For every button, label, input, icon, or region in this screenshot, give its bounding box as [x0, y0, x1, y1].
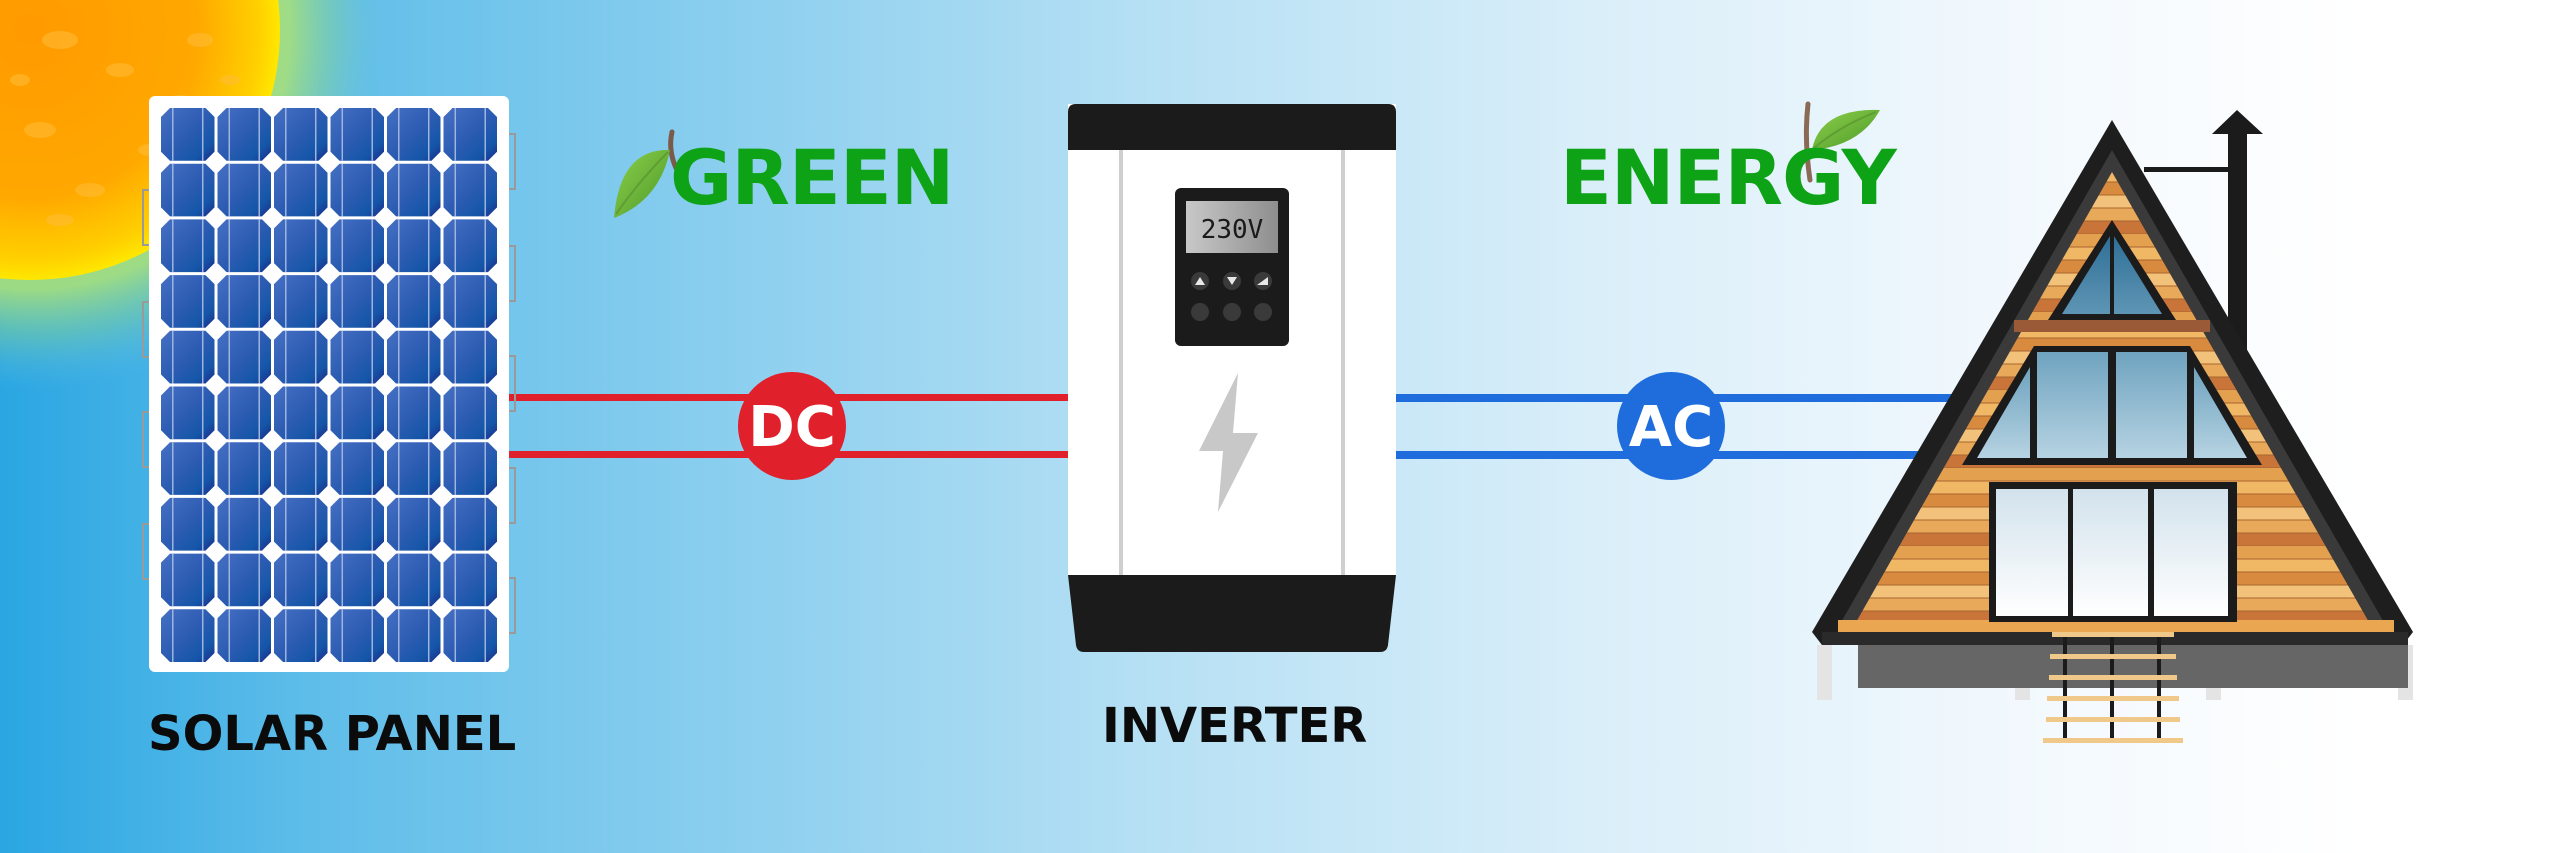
solar-cell — [161, 497, 215, 551]
solar-cell — [274, 108, 328, 161]
solar-cell — [161, 553, 215, 607]
ac-badge-label: AC — [1629, 395, 1713, 460]
solar-cell — [387, 108, 441, 161]
ac-badge: AC — [1617, 372, 1725, 480]
house-post — [1817, 645, 1832, 700]
function-button-2[interactable] — [1223, 303, 1241, 321]
solar-cell — [387, 330, 441, 384]
solar-cell — [443, 553, 497, 607]
solar-cell — [330, 108, 384, 161]
sun-texture — [10, 31, 240, 226]
inverter-bottom-band — [1068, 575, 1396, 652]
lcd-readout: 230V — [1201, 215, 1264, 245]
solar-cell — [161, 275, 215, 328]
solar-cell — [274, 330, 328, 384]
solar-cell — [330, 497, 384, 551]
solar-cell — [443, 163, 497, 217]
solar-cell — [217, 330, 271, 384]
solar-cell — [330, 275, 384, 328]
dc-badge: DC — [738, 372, 846, 480]
inverter-groove-left — [1119, 150, 1123, 575]
panel-cells — [161, 108, 497, 662]
solar-cell — [274, 553, 328, 607]
leaf-icon-green — [614, 129, 679, 218]
solar-cell — [387, 386, 441, 440]
leaf-icon-energy — [1803, 101, 1880, 183]
inverter-label: INVERTER — [1102, 698, 1368, 754]
solar-panel — [142, 96, 516, 672]
function-button-1[interactable] — [1191, 303, 1209, 321]
lcd-screen — [1186, 201, 1278, 253]
solar-cell — [217, 497, 271, 551]
lightning-bolt-icon — [1199, 373, 1258, 512]
solar-cell — [161, 108, 215, 161]
solar-cell — [274, 442, 328, 495]
solar-cell — [217, 553, 271, 607]
solar-cell — [330, 386, 384, 440]
solar-cell — [443, 330, 497, 384]
solar-cell — [161, 163, 215, 217]
function-button-3[interactable] — [1254, 303, 1272, 321]
dc-badge-label: DC — [748, 395, 836, 460]
solar-cell — [274, 386, 328, 440]
inverter-buttons-row1 — [1191, 272, 1272, 290]
solar-cell — [161, 386, 215, 440]
solar-cell — [443, 108, 497, 161]
solar-cell — [161, 609, 215, 662]
solar-cell — [387, 275, 441, 328]
solar-cell — [387, 497, 441, 551]
enter-icon — [1257, 277, 1268, 285]
house-deck — [1838, 620, 2394, 632]
solar-cell — [443, 275, 497, 328]
solar-cell — [274, 275, 328, 328]
inverter-buttons-row2 — [1191, 303, 1272, 321]
solar-cell — [161, 442, 215, 495]
solar-cell — [274, 163, 328, 217]
headline-green: GREEN — [670, 133, 954, 222]
solar-cell — [217, 609, 271, 662]
solar-cell — [330, 609, 384, 662]
inverter-groove-right — [1341, 150, 1345, 575]
solar-cell — [217, 275, 271, 328]
solar-cell — [443, 442, 497, 495]
door-pane — [2154, 489, 2228, 616]
solar-cell — [443, 386, 497, 440]
solar-cell — [387, 442, 441, 495]
a-frame-house — [1812, 110, 2413, 743]
solar-cell — [330, 219, 384, 273]
solar-cell — [217, 442, 271, 495]
solar-cell — [387, 553, 441, 607]
up-arrow-icon — [1195, 277, 1205, 285]
house-foundation — [1858, 640, 2408, 688]
solar-cell — [443, 497, 497, 551]
solar-cell — [217, 219, 271, 273]
solar-cell — [330, 330, 384, 384]
solar-cell — [330, 442, 384, 495]
solar-cell — [161, 219, 215, 273]
door-pane — [2073, 489, 2148, 616]
solar-cell — [330, 553, 384, 607]
solar-cell — [387, 219, 441, 273]
inverter: 230V — [1068, 104, 1396, 652]
down-arrow-icon — [1227, 277, 1237, 285]
solar-cell — [274, 219, 328, 273]
inverter-top-band — [1068, 104, 1396, 150]
solar-cell — [217, 386, 271, 440]
door-pane — [1996, 489, 2068, 616]
solar-cell — [443, 609, 497, 662]
inverter-control-panel: 230V — [1175, 188, 1289, 346]
solar-cell — [274, 609, 328, 662]
sun-disc — [0, 0, 280, 280]
headline-energy: ENERGY — [1560, 133, 1897, 222]
solar-cell — [387, 609, 441, 662]
solar-cell — [387, 163, 441, 217]
solar-cell — [443, 219, 497, 273]
solar-panel-label: SOLAR PANEL — [148, 706, 517, 762]
house-stairs — [2043, 632, 2183, 743]
solar-cell — [274, 497, 328, 551]
solar-cell — [330, 163, 384, 217]
solar-cell — [217, 108, 271, 161]
solar-cell — [217, 163, 271, 217]
solar-cell — [161, 330, 215, 384]
